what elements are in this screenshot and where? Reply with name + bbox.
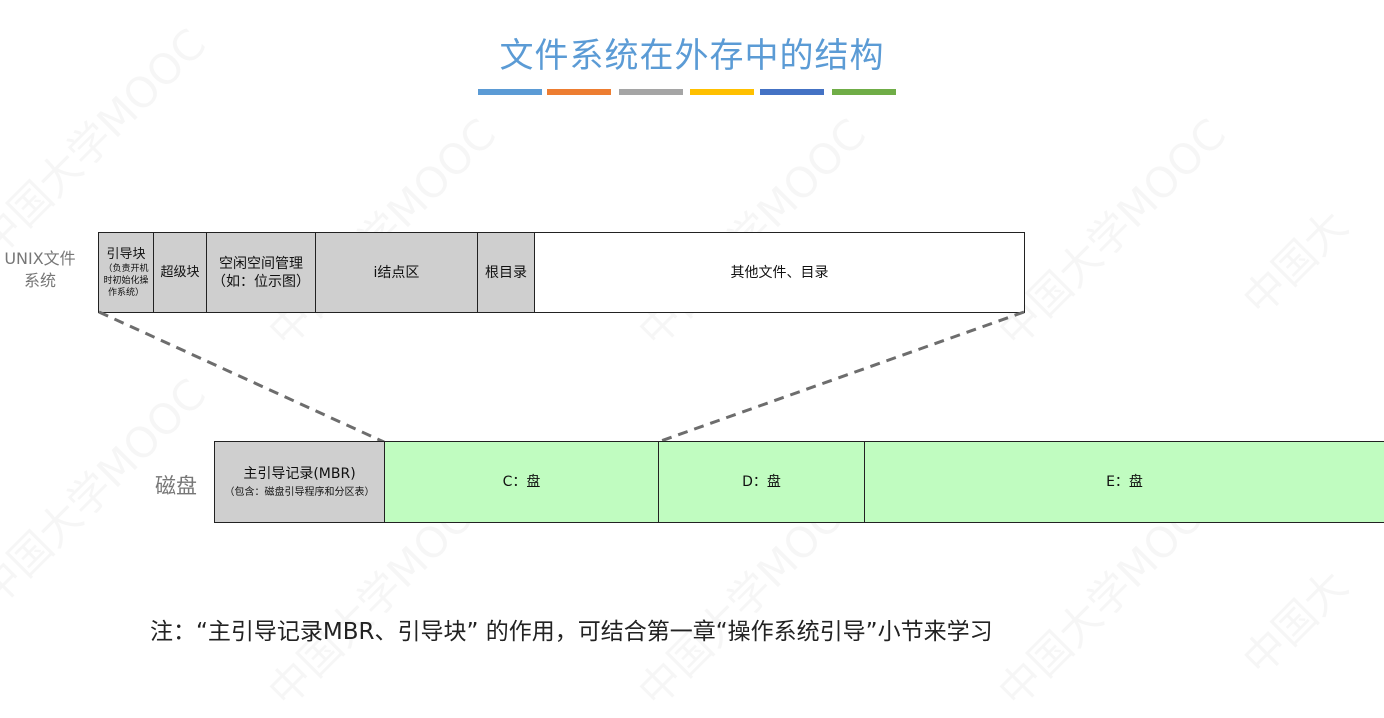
mbr-block: 主引导记录(MBR) （包含：磁盘引导程序和分区表） (214, 441, 385, 523)
other-files-label: 其他文件、目录 (730, 264, 829, 281)
boot-block-sub: （负责开机 时初始化操 作系统） (103, 264, 149, 298)
unix-label: UNIX文件 系统 (4, 249, 76, 290)
superblock-label: 超级块 (160, 265, 200, 280)
free-space-sub: （如：位示图） (212, 273, 310, 290)
partition-d-label: D：盘 (742, 474, 781, 490)
partition-c-label: C：盘 (502, 474, 541, 490)
mbr-sub: （包含：磁盘引导程序和分区表） (224, 487, 375, 498)
boot-block: 引导块 （负责开机 时初始化操 作系统） (98, 232, 154, 313)
color-bar-5 (760, 89, 824, 95)
partition-e: E：盘 (864, 441, 1384, 523)
inode-area-label: i结点区 (373, 264, 420, 281)
mbr-title: 主引导记录(MBR) (243, 466, 356, 482)
disk-label: 磁盘 (155, 474, 197, 498)
zoom-line-right (657, 310, 1025, 444)
color-bar-1 (478, 89, 542, 95)
partition-e-label: E：盘 (1106, 474, 1143, 490)
other-files-area: 其他文件、目录 (534, 232, 1025, 313)
partition-c: C：盘 (384, 441, 659, 523)
footnote: 注：“主引导记录MBR、引导块” 的作用，可结合第一章“操作系统引导”小节来学习 (150, 619, 993, 645)
root-directory-label: 根目录 (485, 264, 527, 281)
color-bar-3 (619, 89, 683, 95)
partition-d: D：盘 (658, 441, 865, 523)
zoom-lines (98, 310, 1025, 444)
free-space-block: 空闲空间管理 （如：位示图） (206, 232, 316, 313)
superblock: 超级块 (153, 232, 207, 313)
zoom-line-left (98, 310, 385, 444)
inode-area: i结点区 (315, 232, 478, 313)
free-space-title: 空闲空间管理 (219, 255, 303, 272)
page-title: 文件系统在外存中的结构 (499, 36, 885, 76)
color-bar-6 (832, 89, 896, 95)
boot-block-title: 引导块 (106, 247, 146, 262)
root-directory: 根目录 (477, 232, 535, 313)
color-bar-2 (547, 89, 611, 95)
color-bar-4 (690, 89, 754, 95)
